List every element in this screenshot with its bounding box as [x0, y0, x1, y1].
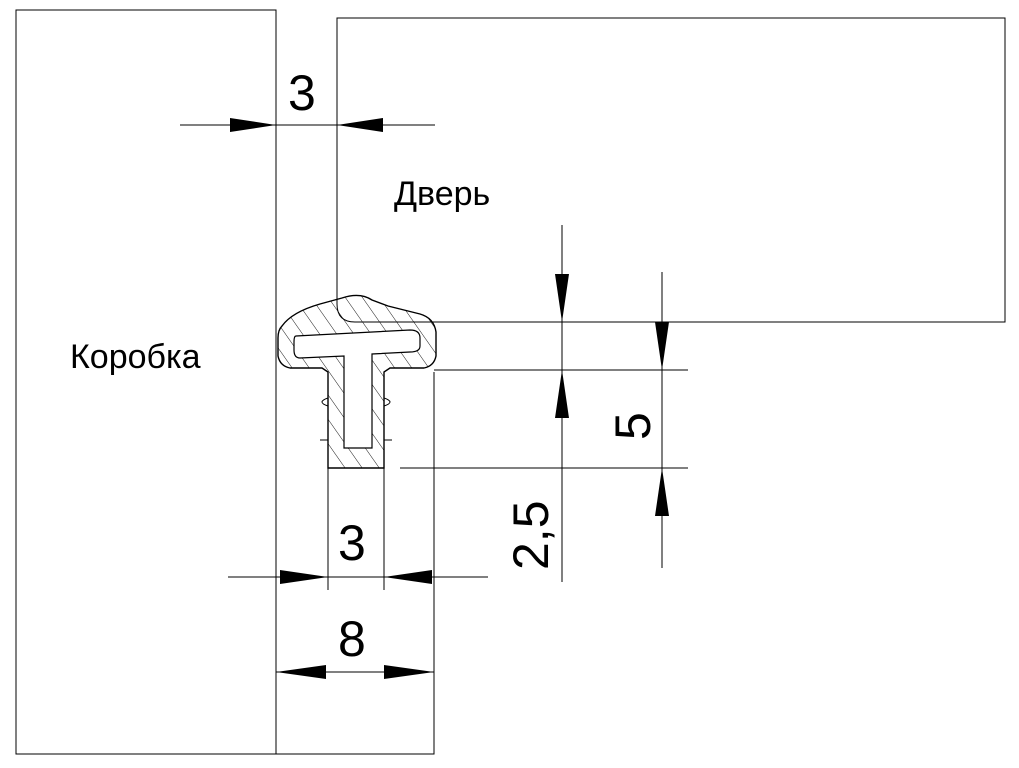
dimension-head-height: [400, 272, 688, 568]
frame-slot-outline: [275, 372, 435, 755]
dim-text-compression: 2,5: [503, 500, 559, 570]
seal-profile: [277, 294, 437, 469]
dimension-compression: [436, 225, 688, 582]
frame-label: Коробка: [70, 338, 201, 376]
seal-barbs: [320, 397, 392, 441]
dimension-gap-top: [180, 18, 435, 140]
door-label: Дверь: [394, 175, 490, 213]
dim-text-gap-top: 3: [288, 65, 316, 121]
dimension-seal-width: [275, 577, 435, 695]
dim-text-seal-width: 8: [338, 611, 366, 667]
seal-cavity: [293, 329, 421, 449]
door-outline: [336, 17, 1006, 323]
dim-text-head-height: 5: [605, 412, 661, 440]
dim-text-stem-width: 3: [338, 515, 366, 571]
dimension-stem-width: [228, 468, 488, 590]
